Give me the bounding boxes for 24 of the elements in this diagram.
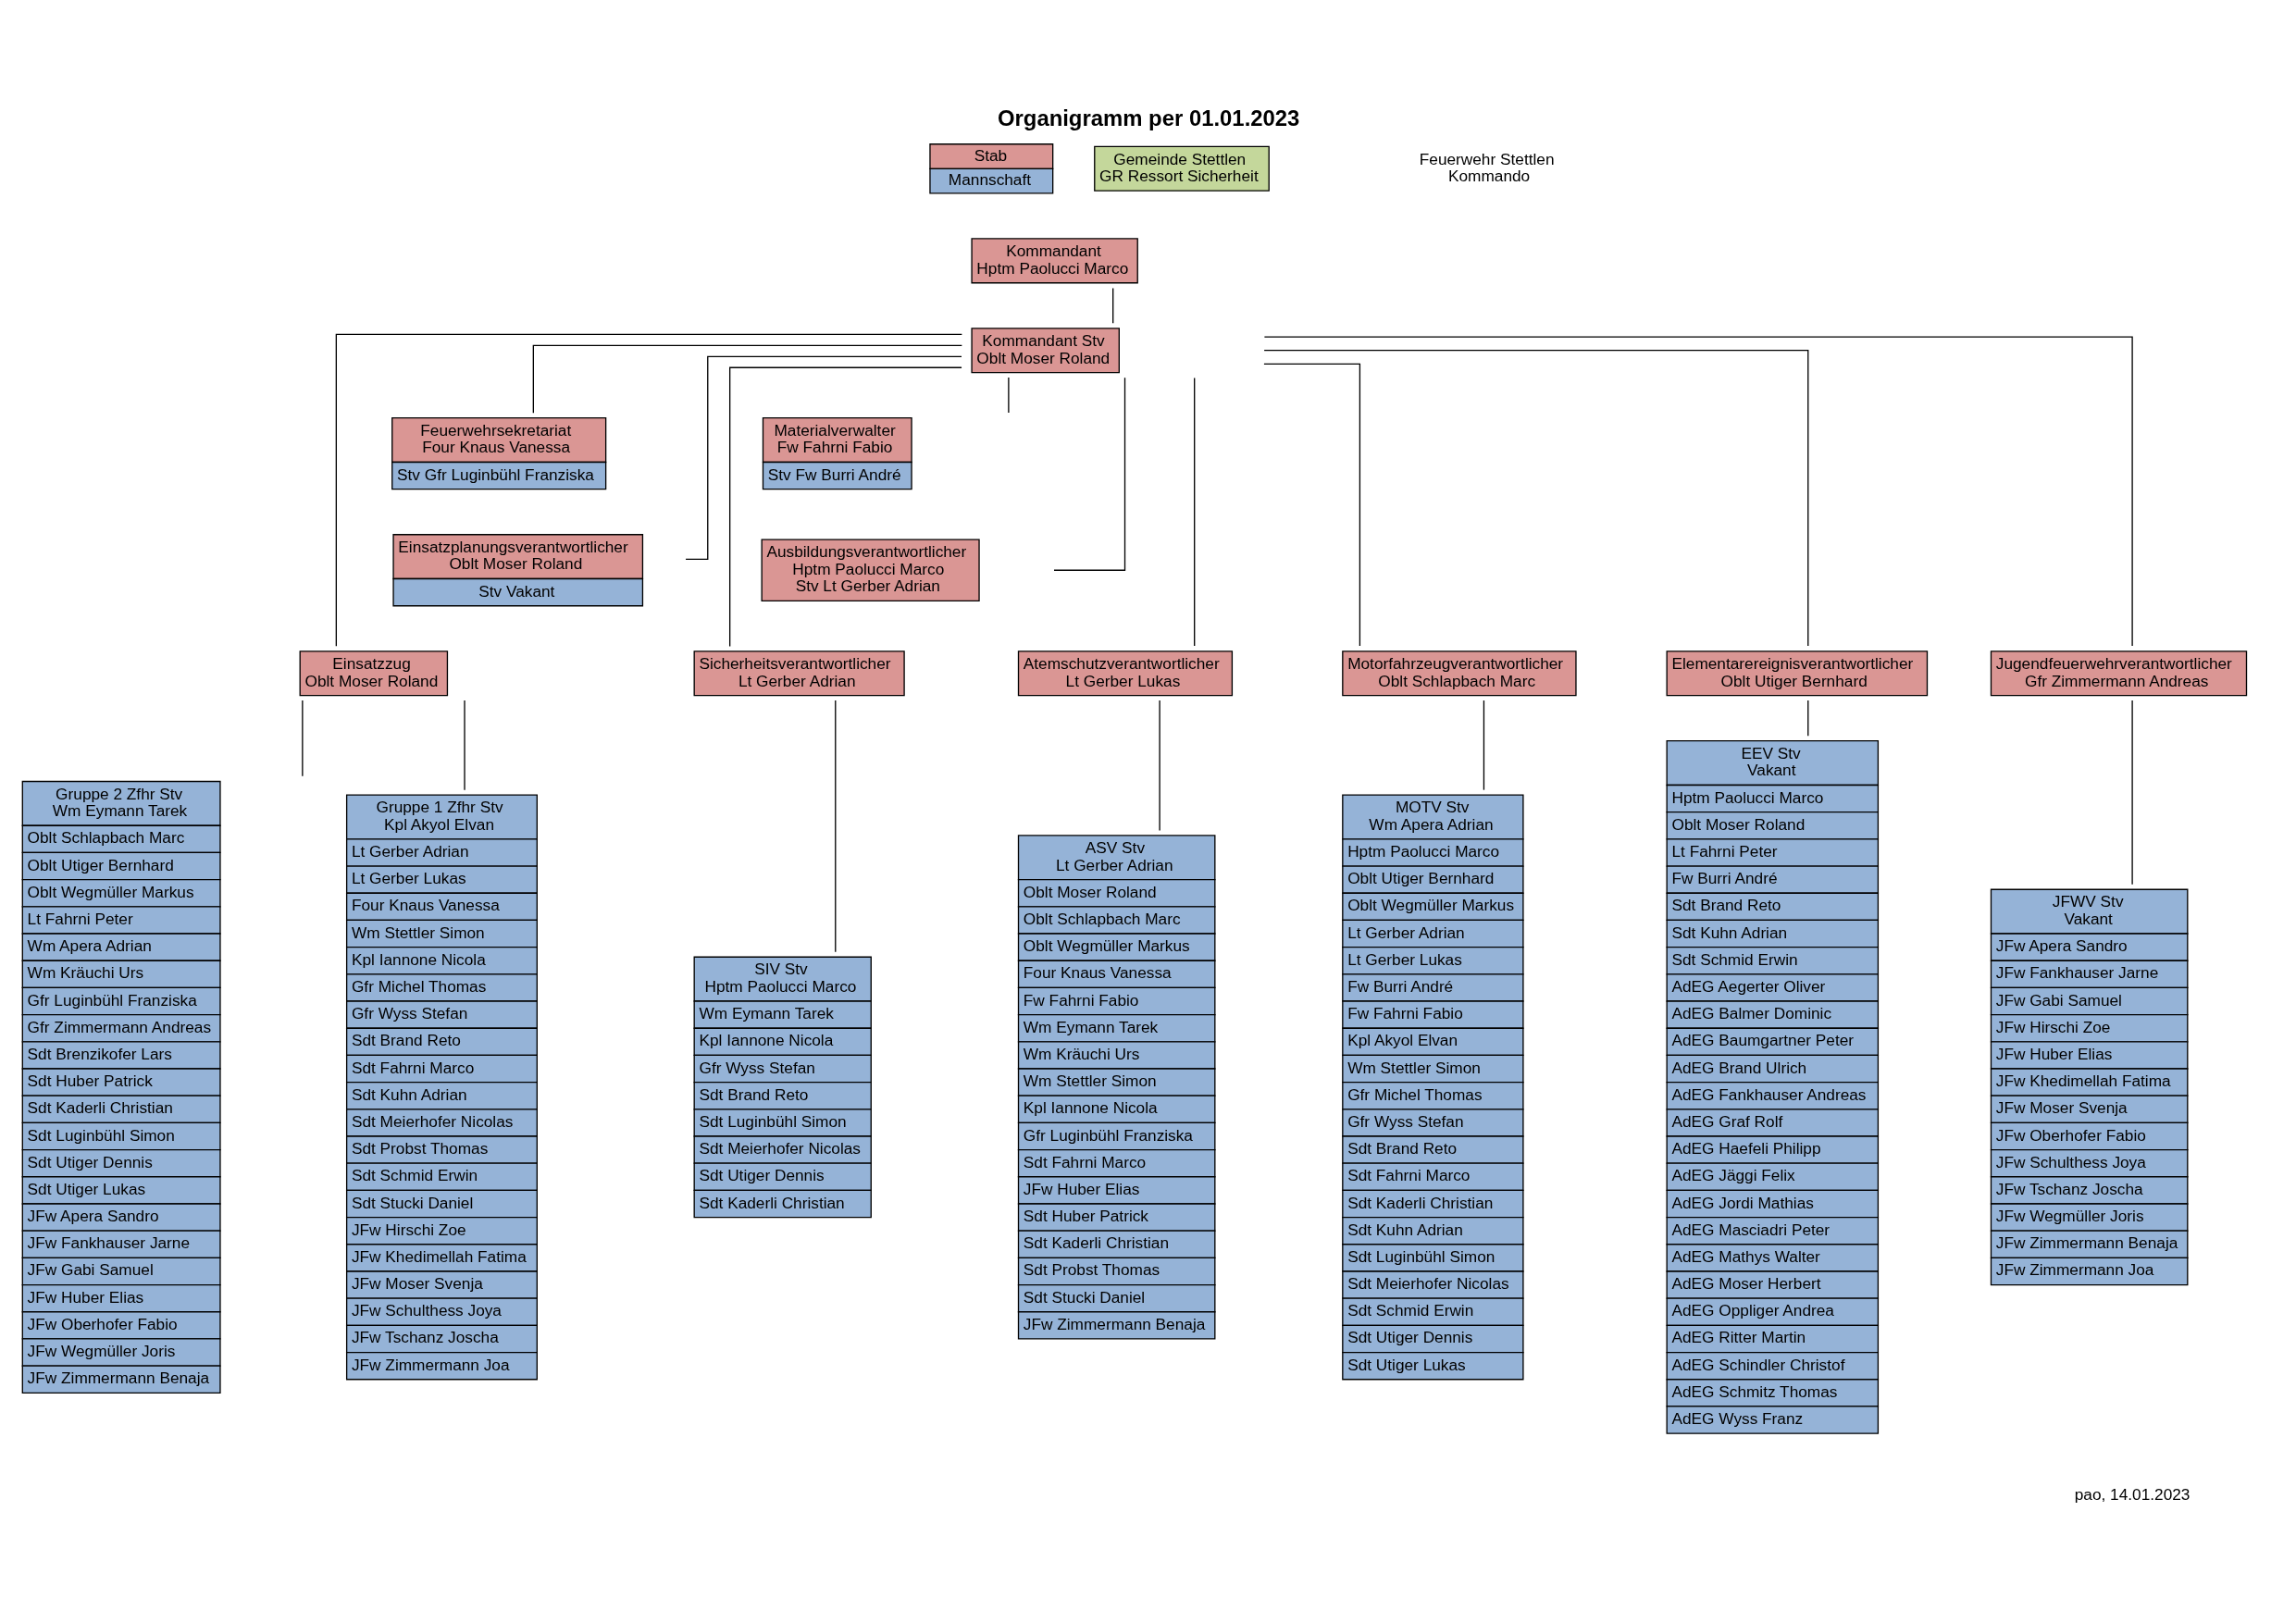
connector [302,700,304,777]
legend-label: Mannschaft [948,170,1032,190]
label: Kommando [1447,167,1531,186]
legend-label: Stab [974,145,1008,165]
connector [729,366,962,648]
label: Feuerwehr Stettlen [1419,149,1555,168]
connector [1263,363,1361,647]
connector [1263,350,1809,647]
connector [835,700,837,953]
connector [532,344,962,415]
connector [2131,700,2133,886]
connector [1807,700,1809,737]
diagram-title: Organigramm per 01.01.2023 [997,105,1300,131]
label: pao, 14.01.2023 [2074,1485,2191,1505]
connector [1159,700,1160,832]
connector [1008,377,1010,414]
connector [335,333,962,648]
connector [1194,377,1196,647]
connector [685,355,962,560]
connector [1112,287,1114,324]
connector [1053,377,1126,571]
connector [1483,700,1485,791]
connector [464,700,465,791]
connector [1263,336,2133,647]
